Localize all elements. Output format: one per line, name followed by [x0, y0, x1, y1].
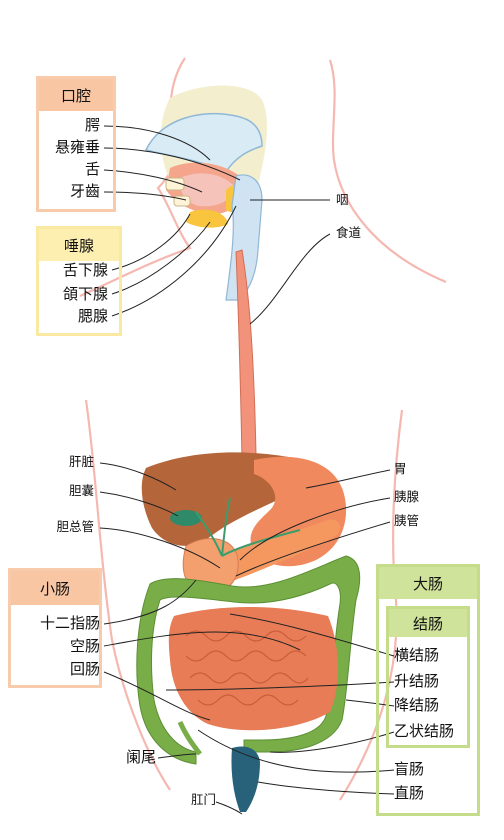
label-pancreatic-duct: 胰管 — [394, 513, 420, 528]
bile-ducts — [195, 497, 301, 557]
label-cecum: 盲肠 — [394, 760, 425, 778]
label-jejunum: 空肠 — [69, 637, 100, 655]
large-intestine-group-box: 大肠 — [376, 564, 480, 816]
label-submandibular-gland: 頜下腺 — [62, 285, 108, 303]
large-intestine — [136, 555, 361, 765]
label-ascending-colon: 升结肠 — [394, 672, 440, 690]
small-intestine — [168, 607, 338, 731]
small-intestine-group-box: 小肠 — [8, 568, 102, 688]
colon-subgroup-header: 结肠 — [389, 609, 467, 637]
label-appendix: 阑尾 — [125, 748, 156, 766]
gallbladder — [170, 510, 202, 526]
label-transverse-colon: 横结肠 — [394, 646, 440, 664]
salivary-group-box: 唾腺 — [36, 226, 122, 336]
submandibular-gland — [186, 209, 228, 228]
label-sigmoid-colon: 乙状结肠 — [394, 722, 455, 740]
oral-group-header: 口腔 — [39, 79, 113, 111]
small-intestine-group-title: 小肠 — [39, 579, 70, 598]
label-uvula: 悬雍垂 — [54, 138, 100, 156]
label-stomach: 胃 — [394, 461, 407, 476]
colon-subgroup-title: 结肠 — [412, 614, 443, 633]
label-rectum: 直肠 — [394, 784, 425, 802]
nasal-cavity — [144, 112, 263, 173]
colon-subgroup-box: 结肠 — [386, 606, 470, 748]
small-intestine-coils — [185, 630, 309, 706]
label-pancreas: 胰腺 — [394, 489, 420, 504]
label-palate: 腭 — [84, 116, 100, 134]
pancreas — [209, 519, 341, 583]
salivary-group-title: 唾腺 — [63, 236, 94, 255]
label-gallbladder: 胆囊 — [68, 483, 94, 498]
body-outline — [79, 57, 447, 801]
rectum — [231, 746, 260, 812]
small-intestine-group-header: 小肠 — [11, 571, 99, 605]
label-teeth: 牙齒 — [69, 182, 100, 200]
label-sublingual-gland: 舌下腺 — [62, 261, 108, 279]
oral-group-box: 口腔 — [36, 76, 116, 212]
large-intestine-group-header: 大肠 — [379, 567, 477, 599]
oral-group-title: 口腔 — [60, 86, 91, 105]
label-parotid-gland: 腮腺 — [77, 307, 108, 325]
label-ileum: 回肠 — [69, 660, 100, 678]
label-esophagus: 食道 — [336, 225, 362, 240]
salivary-group-header: 唾腺 — [39, 229, 119, 261]
label-descending-colon: 降结肠 — [394, 696, 440, 714]
label-duodenum: 十二指肠 — [39, 614, 100, 632]
tongue — [179, 173, 236, 207]
label-anus: 肛门 — [190, 792, 216, 807]
label-common-bile-duct: 胆总管 — [56, 519, 94, 534]
appendix — [177, 720, 202, 756]
teeth — [165, 177, 185, 191]
large-intestine-group-title: 大肠 — [412, 574, 443, 593]
label-liver: 肝脏 — [68, 454, 94, 469]
label-pharynx: 咽 — [336, 192, 349, 207]
esophagus — [235, 249, 257, 459]
label-tongue: 舌 — [84, 160, 100, 178]
